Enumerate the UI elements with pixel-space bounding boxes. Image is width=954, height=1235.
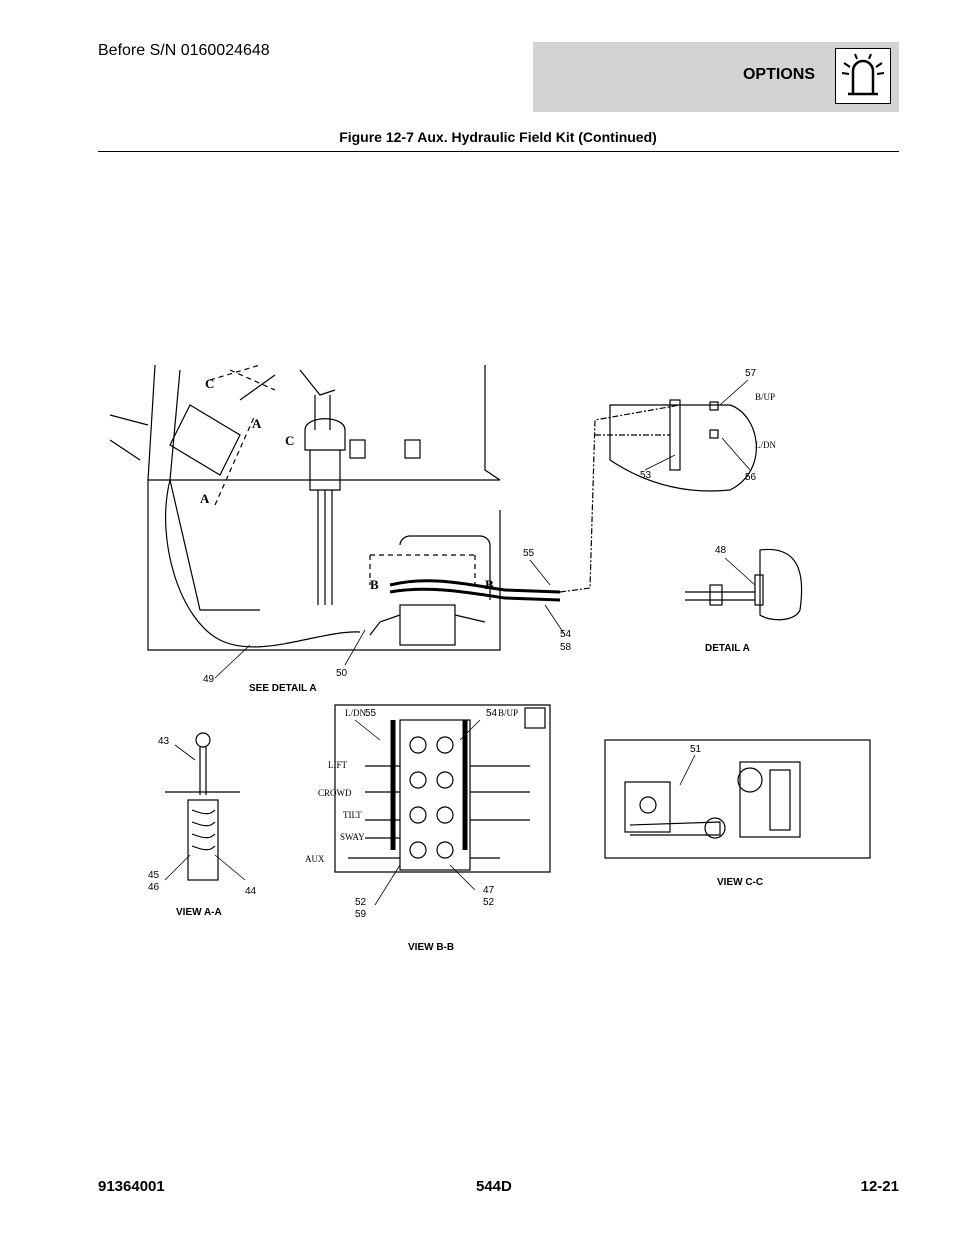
label-bup-bb: B/UP xyxy=(498,708,518,718)
caption-detail-a: DETAIL A xyxy=(705,643,750,654)
figure-drawing: C C A A B B 57 56 53 55 54 58 48 49 50 4… xyxy=(109,364,871,953)
label-aux: AUX xyxy=(305,854,325,864)
callout-55: 55 xyxy=(523,548,535,559)
callout-52: 52 xyxy=(355,897,367,908)
callout-45: 45 xyxy=(148,870,160,881)
section-letter-b: B xyxy=(485,577,494,592)
callout-57: 57 xyxy=(745,368,757,379)
callout-54-bb: 54 xyxy=(486,708,498,719)
callout-59: 59 xyxy=(355,909,367,920)
label-tilt: TILT xyxy=(343,810,362,820)
callout-53: 53 xyxy=(640,470,652,481)
label-sway: SWAY xyxy=(340,832,365,842)
section-letter-b: B xyxy=(370,577,379,592)
label-ldn: L/DN xyxy=(755,440,776,450)
section-label: OPTIONS xyxy=(742,66,815,83)
callout-50: 50 xyxy=(336,668,348,679)
label-crowd: CROWD xyxy=(318,788,352,798)
label-lift: LIFT xyxy=(328,760,348,770)
callout-46: 46 xyxy=(148,882,160,893)
caption-view-cc: VIEW C-C xyxy=(717,877,763,888)
callout-52-bb: 52 xyxy=(483,897,495,908)
callout-44: 44 xyxy=(245,886,257,897)
caption-view-bb: VIEW B-B xyxy=(408,942,454,953)
callout-48: 48 xyxy=(715,545,727,556)
section-letter-a: A xyxy=(252,416,262,431)
section-letter-c: C xyxy=(205,376,214,391)
warning-beacon-icon xyxy=(835,48,891,104)
footer-doc-number: 91364001 xyxy=(98,1178,165,1195)
callout-58: 58 xyxy=(560,642,572,653)
callout-47: 47 xyxy=(483,885,495,896)
header-rule xyxy=(98,151,899,152)
section-letter-c: C xyxy=(285,433,294,448)
section-letter-a: A xyxy=(200,491,210,506)
callout-43: 43 xyxy=(158,736,170,747)
serial-range: Before S/N 0160024648 xyxy=(98,42,270,59)
callout-55-bb: 55 xyxy=(365,708,377,719)
footer-page: 12-21 xyxy=(860,1178,899,1195)
caption-view-aa: VIEW A-A xyxy=(176,907,222,918)
callout-56: 56 xyxy=(745,472,757,483)
label-ldn-bb: L/DN xyxy=(345,708,366,718)
callout-54: 54 xyxy=(560,629,572,640)
callout-51: 51 xyxy=(690,744,702,755)
section-tab: OPTIONS xyxy=(533,42,899,112)
callout-49: 49 xyxy=(203,674,215,685)
caption-see-detail-a: SEE DETAIL A xyxy=(249,683,317,694)
footer-model: 544D xyxy=(476,1178,512,1195)
figure-title: Figure 12-7 Aux. Hydraulic Field Kit (Co… xyxy=(339,129,657,145)
label-bup: B/UP xyxy=(755,392,775,402)
